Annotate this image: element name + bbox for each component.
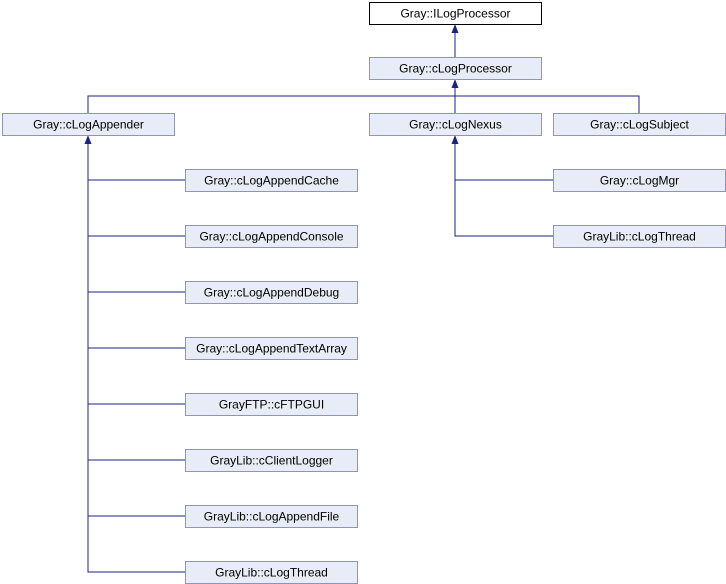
inheritance-edge [454, 143, 553, 181]
class-node-label: Gray::cLogAppender [33, 118, 144, 132]
inheritance-edge [87, 143, 185, 237]
inheritance-edge [454, 143, 553, 237]
class-node-label: Gray::cLogAppendConsole [199, 230, 343, 244]
class-node-label: Gray::ILogProcessor [400, 7, 510, 21]
class-node-label: GrayLib::cLogThread [583, 230, 696, 244]
class-node-box[interactable] [369, 57, 542, 80]
class-node-clogappendtextarray[interactable]: Gray::cLogAppendTextArray [185, 337, 358, 360]
class-node-cclientlogger[interactable]: GrayLib::cClientLogger [185, 449, 358, 472]
class-node-box[interactable] [185, 505, 358, 528]
class-node-label: Gray::cLogAppendCache [204, 174, 339, 188]
inheritance-edge [87, 143, 185, 573]
class-node-box[interactable] [2, 113, 175, 136]
inheritance-edge [454, 87, 640, 113]
class-node-box[interactable] [185, 337, 358, 360]
class-node-label: GrayFTP::cFTPGUI [219, 398, 324, 412]
inheritance-edge [87, 143, 185, 181]
class-node-box[interactable] [185, 393, 358, 416]
class-node-clogappenddebug[interactable]: Gray::cLogAppendDebug [185, 281, 358, 304]
class-node-clogprocessor[interactable]: Gray::cLogProcessor [369, 57, 542, 80]
class-node-box[interactable] [185, 281, 358, 304]
class-node-box[interactable] [185, 169, 358, 192]
class-node-box[interactable] [185, 225, 358, 248]
inheritance-edge [87, 143, 185, 349]
inheritance-arrowhead [451, 24, 459, 33]
class-node-label: Gray::cLogMgr [600, 174, 679, 188]
class-node-clogappendconsole[interactable]: Gray::cLogAppendConsole [185, 225, 358, 248]
inheritance-edge [87, 87, 456, 113]
inheritance-edge [87, 143, 185, 461]
class-node-clogappendcache[interactable]: Gray::cLogAppendCache [185, 169, 358, 192]
class-node-box[interactable] [369, 2, 542, 25]
class-node-label: Gray::cLogProcessor [399, 62, 512, 76]
inheritance-edge [87, 143, 185, 293]
class-node-clogthread-nexus[interactable]: GrayLib::cLogThread [553, 225, 726, 248]
class-node-label: GrayLib::cLogThread [215, 566, 328, 580]
class-node-clogsubject[interactable]: Gray::cLogSubject [553, 113, 726, 136]
class-node-ilogprocessor[interactable]: Gray::ILogProcessor [369, 2, 542, 25]
class-node-cftpgui[interactable]: GrayFTP::cFTPGUI [185, 393, 358, 416]
class-node-label: GrayLib::cLogAppendFile [204, 510, 340, 524]
class-node-label: Gray::cLogNexus [409, 118, 502, 132]
class-node-box[interactable] [369, 113, 542, 136]
class-node-label: Gray::cLogAppendDebug [204, 286, 339, 300]
class-node-clogappendfile[interactable]: GrayLib::cLogAppendFile [185, 505, 358, 528]
class-node-clognexus[interactable]: Gray::cLogNexus [369, 113, 542, 136]
class-node-clogappender[interactable]: Gray::cLogAppender [2, 113, 175, 136]
edges-layer [84, 24, 640, 573]
inheritance-arrowhead [451, 79, 459, 88]
class-node-clogmgr[interactable]: Gray::cLogMgr [553, 169, 726, 192]
inheritance-arrowhead [451, 135, 459, 144]
inheritance-edge [87, 143, 185, 405]
inheritance-arrowhead [84, 135, 92, 144]
class-node-label: Gray::cLogAppendTextArray [196, 342, 347, 356]
class-node-box[interactable] [185, 449, 358, 472]
class-node-label: GrayLib::cClientLogger [210, 454, 333, 468]
class-node-clogthread-appender[interactable]: GrayLib::cLogThread [185, 561, 358, 584]
class-node-label: Gray::cLogSubject [590, 118, 689, 132]
